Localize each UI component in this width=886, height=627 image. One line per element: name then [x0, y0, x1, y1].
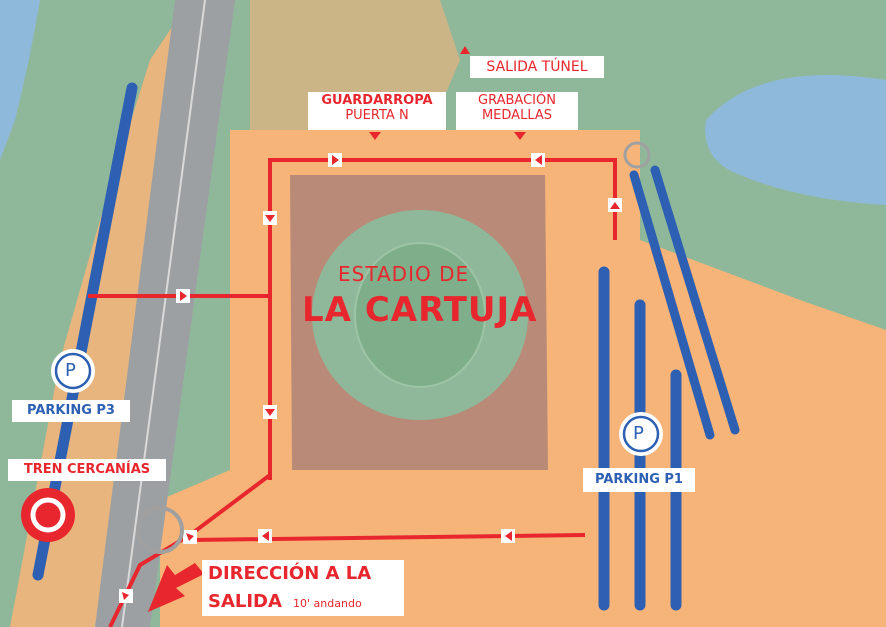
puerta-n-text: PUERTA N [345, 107, 409, 123]
direccion-time: 10' andando [293, 597, 362, 610]
medallas-text: MEDALLAS [481, 107, 553, 123]
parking-p3-symbol: P [65, 360, 76, 381]
triangle-arrow-icon [186, 533, 194, 541]
river-water [0, 0, 40, 160]
grabacion-text: GRABACIÓN [478, 93, 556, 108]
parking-p1-symbol: P [633, 423, 644, 444]
guardarropa-label: GUARDARROPA PUERTA N [308, 92, 446, 130]
stadium-name-line1: ESTADIO DE [338, 262, 470, 286]
parking-p1-bar-5 [650, 165, 740, 435]
route-east [189, 533, 586, 542]
triangle-arrow-icon [262, 531, 269, 541]
stadium-name-line2: LA CARTUJA [302, 290, 538, 330]
cercanias-icon [21, 488, 75, 542]
direccion-text-2: SALIDA [208, 591, 282, 612]
triangle-arrow-icon [265, 409, 275, 416]
salida-tunel-text: SALIDA TÚNEL [486, 59, 588, 75]
grabacion-label: GRABACIÓN MEDALLAS [456, 92, 578, 130]
direccion-label-2: SALIDA 10' andando [202, 588, 404, 616]
guardarropa-pointer [369, 132, 381, 140]
parking-p3-text: PARKING P3 [27, 403, 115, 418]
triangle-arrow-icon [265, 215, 275, 222]
direction-arrow-icon [148, 563, 204, 612]
parking-p-icon [619, 412, 663, 456]
triangle-arrow-icon [535, 155, 542, 165]
direccion-text-1: DIRECCIÓN A LA [208, 563, 372, 584]
triangle-arrow-icon [505, 531, 512, 541]
direccion-label-1: DIRECCIÓN A LA [202, 560, 404, 588]
triangle-arrow-icon [122, 592, 129, 600]
roundabout-north [623, 141, 651, 169]
triangle-arrow-icon [610, 202, 620, 209]
stadium-pitch [354, 242, 486, 388]
parking-p1-label: PARKING P1 [583, 468, 695, 492]
highway-line [121, 0, 206, 627]
salida-tunel-marker [460, 46, 470, 54]
guardarropa-text: GUARDARROPA [321, 93, 433, 108]
parking-p1-bar-4 [629, 170, 715, 440]
parking-p3-label: PARKING P3 [12, 400, 130, 422]
triangle-arrow-icon [332, 155, 339, 165]
tren-label: TREN CERCANÍAS [8, 459, 166, 481]
parking-p1-text: PARKING P1 [595, 472, 683, 487]
grabacion-pointer [514, 132, 526, 140]
triangle-arrow-icon [180, 291, 187, 301]
route-markers [119, 153, 622, 603]
tren-text: TREN CERCANÍAS [23, 462, 151, 477]
salida-tunel-label: SALIDA TÚNEL [470, 56, 604, 78]
lake-water [705, 75, 886, 205]
roundabout-south [136, 506, 184, 554]
parking-p-icon [51, 349, 95, 393]
